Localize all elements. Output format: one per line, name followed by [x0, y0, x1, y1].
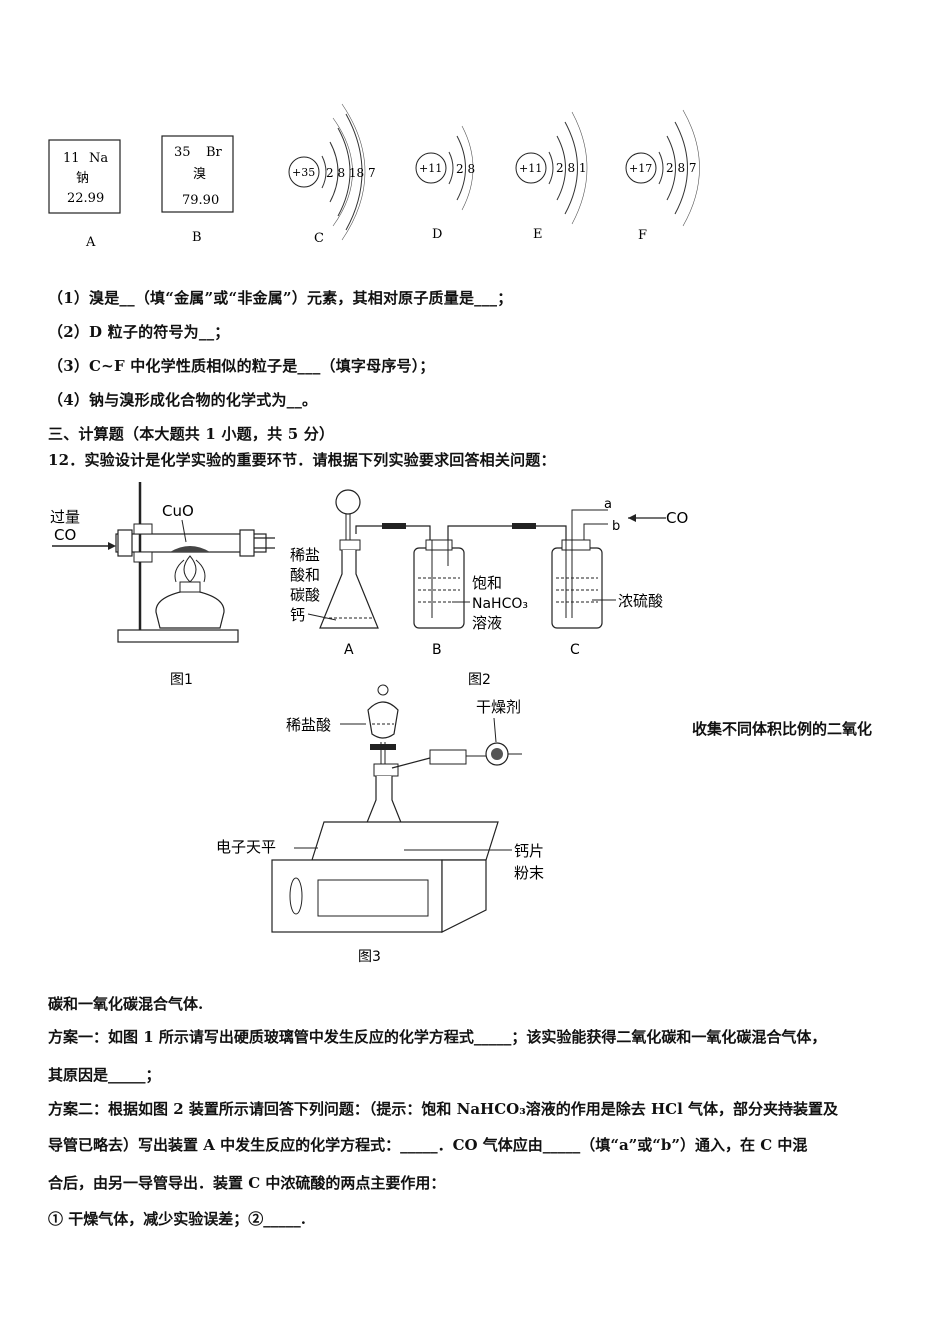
card-b-name: 溴 — [193, 167, 206, 182]
card-a-name: 钠 — [76, 171, 89, 186]
atom-f-shells: 2 8 7 — [666, 161, 697, 175]
side-note: 收集不同体积比例的二氧化 — [692, 720, 873, 738]
fig3-balance: 电子天平 — [216, 838, 276, 856]
card-b-symbol: Br — [206, 145, 223, 160]
body-line-6: 合后，由另一导管导出．装置 C 中浓硫酸的两点主要作用： — [48, 1174, 446, 1192]
question-1: （1）溴是__（填“金属”或“非金属”）元素，其相对原子质量是___； — [48, 289, 513, 307]
fig2-acid-3: 碳酸 — [290, 586, 320, 604]
fig2-label-b: B — [432, 642, 442, 658]
label-c: C — [314, 231, 324, 246]
body-line-4: 方案二：根据如图 2 装置所示请回答下列问题：（提示：饱和 NaHCO₃溶液的作… — [48, 1100, 839, 1118]
card-a-number: 11 — [63, 151, 80, 166]
element-card-b — [161, 135, 234, 213]
body-line-2: 方案一：如图 1 所示请写出硬质玻璃管中发生反应的化学方程式_____；该实验能… — [48, 1028, 827, 1046]
fig2-bottle-b-2: NaHCO₃ — [472, 596, 528, 612]
body-line-5: 导管已略去）写出装置 A 中发生反应的化学方程式：_____．CO 气体应由__… — [48, 1136, 808, 1154]
body-line-1: 碳和一氧化碳混合气体. — [48, 995, 204, 1013]
section-heading: 三、计算题（本大题共 1 小题，共 5 分） — [48, 425, 335, 443]
atom-d: +11 2 8 D — [415, 125, 475, 242]
figure-3: 稀盐酸 干燥剂 电子天平 钙片 粉末 图3 — [216, 684, 544, 965]
fig3-acid: 稀盐酸 — [286, 716, 331, 734]
fig2-acid-1: 稀盐 — [290, 546, 320, 564]
apparatus-figure-1-2: 过量 CO CuO 图1 稀盐 酸和 碳酸 — [50, 482, 688, 688]
fig2-label-a: A — [344, 642, 354, 658]
label-e: E — [533, 227, 543, 242]
atom-c-shells: 2 8 18 7 — [326, 166, 376, 180]
fig2-label-c: C — [570, 642, 580, 658]
card-a-symbol: Na — [89, 151, 108, 166]
atom-f: +17 2 8 7 F — [625, 109, 700, 243]
label-a: A — [85, 235, 96, 250]
fig1-co-label-2: CO — [54, 526, 76, 544]
question-12: 12．实验设计是化学实验的重要环节．请根据下列实验要求回答相关问题： — [48, 451, 556, 469]
fig3-chip-1: 钙片 — [514, 842, 544, 860]
fig2-acid-2: 酸和 — [290, 566, 320, 584]
fig2-co-in: CO — [666, 509, 688, 527]
atom-e-shells: 2 8 1 — [556, 161, 587, 175]
fig1-caption: 图1 — [170, 672, 193, 688]
card-b-number: 35 — [174, 145, 191, 160]
fig3-desiccant: 干燥剂 — [476, 698, 521, 716]
question-3: （3）C~F 中化学性质相似的粒子是___（填字母序号）； — [48, 357, 435, 375]
question-2: （2）D 粒子的符号为__； — [48, 323, 230, 341]
question-4: （4）钠与溴形成化合物的化学式为__。 — [48, 391, 318, 409]
atom-e: +11 2 8 1 E — [515, 111, 588, 242]
card-a-mass: 22.99 — [67, 191, 104, 206]
atom-c: +35 2 8 18 7 C — [288, 103, 376, 246]
element-figure: 11 Na 钠 22.99 A 35 Br 溴 79.90 B +35 2 8 … — [48, 103, 700, 250]
fig1-cuo-label: CuO — [162, 502, 194, 520]
atom-e-nucleus: +11 — [519, 162, 542, 175]
element-card-a — [48, 139, 121, 214]
label-b: B — [192, 230, 202, 245]
fig2-acid-4: 钙 — [290, 606, 305, 624]
fig1-co-label-1: 过量 — [50, 508, 80, 526]
card-b-mass: 79.90 — [182, 193, 219, 208]
fig2-tube-a: a — [604, 497, 612, 512]
fig2-tube-b: b — [612, 519, 620, 534]
fig3-chip-2: 粉末 — [514, 864, 544, 882]
body-line-7: ① 干燥气体，减少实验误差；②_____. — [48, 1210, 306, 1228]
body-line-3: 其原因是_____； — [48, 1066, 161, 1084]
label-f: F — [638, 228, 647, 243]
fig2-bottle-b-1: 饱和 — [472, 574, 502, 592]
atom-c-nucleus: +35 — [292, 166, 315, 179]
figure-2: 稀盐 酸和 碳酸 钙 A 饱和 NaHCO₃ 溶液 B a b — [290, 489, 688, 688]
figure-1: 过量 CO CuO 图1 — [50, 482, 275, 688]
atom-f-nucleus: +17 — [629, 162, 652, 175]
atom-d-shells: 2 8 — [456, 162, 475, 176]
fig2-caption: 图2 — [468, 672, 491, 688]
fig3-caption: 图3 — [358, 949, 381, 965]
fig2-bottle-c: 浓硫酸 — [618, 592, 663, 610]
label-d: D — [432, 227, 442, 242]
atom-d-nucleus: +11 — [419, 162, 442, 175]
fig2-bottle-b-3: 溶液 — [472, 614, 502, 632]
